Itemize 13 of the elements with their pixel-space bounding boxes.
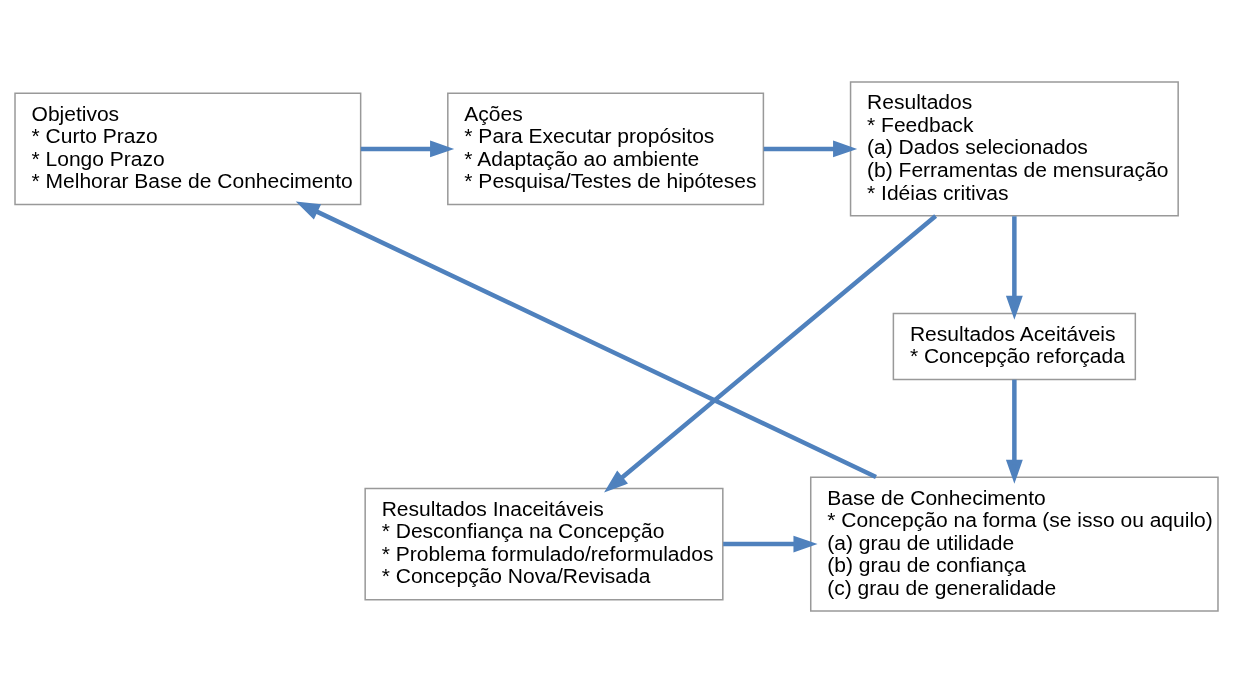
node-box: Ações * Para Executar propósitos * Adaptação ao ambiente * Pesquisa/Testes de hipóteses xyxy=(447,92,765,206)
arrow xyxy=(360,140,455,158)
arrow xyxy=(1005,379,1023,484)
node-box: Base de Conhecimento * Concepção na forma (se isso ou aquilo) (a) grau de utilidade (b) grau de confiança (c) grau de generalidade xyxy=(810,476,1219,612)
node-box: Resultados * Feedback (a) Dados selecionados (b) Ferramentas de mensuração * Idéias critivas xyxy=(849,81,1179,217)
arrow xyxy=(1005,216,1023,320)
arrow xyxy=(763,140,858,158)
arrow xyxy=(295,201,877,479)
node-box: Resultados Aceitáveis * Concepção reforçada xyxy=(892,312,1137,381)
arrow xyxy=(723,535,818,553)
arrow xyxy=(604,214,938,493)
node-box: Resultados Inaceitáveis * Desconfiança na Concepção * Problema formulado/reformulados * Concepção Nova/Revisada xyxy=(364,487,724,601)
node-box: Objetivos * Curto Prazo * Longo Prazo * Melhorar Base de Conhecimento xyxy=(14,92,362,206)
